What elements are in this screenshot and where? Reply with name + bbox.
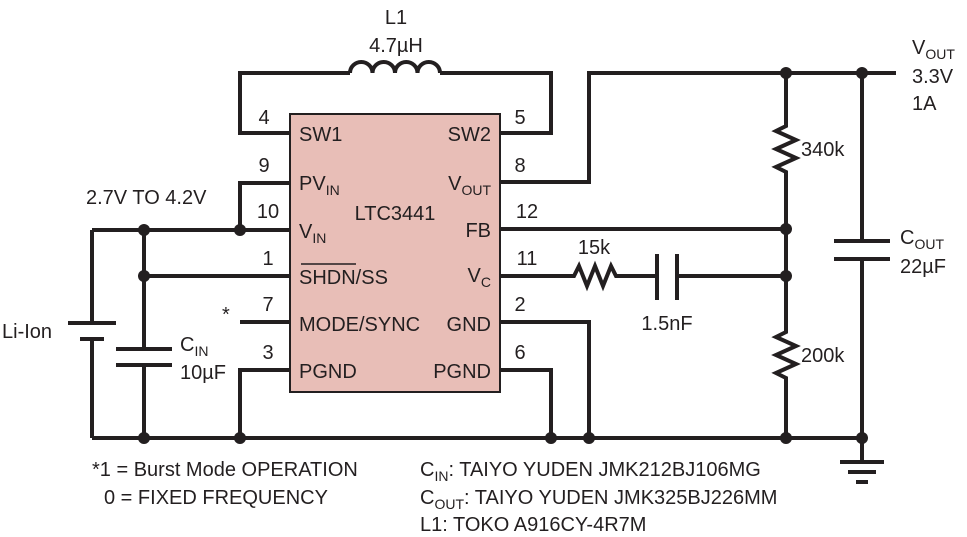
capacitor-1p5nf <box>655 254 679 300</box>
resistor-15k <box>568 260 620 292</box>
battery-li-ion <box>68 321 116 341</box>
resistor-15k-label: 15k <box>578 237 611 259</box>
pin-number: 3 <box>262 342 273 364</box>
pin-label: GND <box>447 314 491 336</box>
vout-voltage: 3.3V <box>912 66 954 88</box>
battery-label: Li-Ion <box>2 321 52 343</box>
ic-body <box>289 113 501 393</box>
note-fixed-frequency: 0 = FIXED FREQUENCY <box>104 487 328 509</box>
resistor-200k <box>771 326 801 384</box>
note-cin-part: CIN: TAIYO YUDEN JMK212BJ106MG <box>420 459 761 484</box>
inductor-ref: L1 <box>385 7 407 29</box>
inductor-l1 <box>348 60 442 74</box>
cin-value: 10µF <box>180 362 226 384</box>
mode-footnote-mark: * <box>222 304 230 326</box>
resistor-200k-label: 200k <box>801 345 845 367</box>
pin-label: VC <box>468 265 491 290</box>
pin-number: 10 <box>257 201 279 223</box>
note-burst-mode: *1 = Burst Mode OPERATION <box>92 459 358 481</box>
capacitor-cout <box>834 239 890 261</box>
pin-number: 11 <box>517 248 538 270</box>
pin-label: PGND <box>433 361 491 383</box>
pin-label: SW1 <box>299 124 342 146</box>
resistor-340k-label: 340k <box>801 139 845 161</box>
cin-ref: CIN <box>180 334 208 359</box>
pin-number: 5 <box>514 107 525 129</box>
pin-number: 7 <box>262 294 273 316</box>
pin-number: 8 <box>514 155 525 177</box>
note-l1-part: L1: TOKO A916CY-4R7M <box>420 514 646 536</box>
junction-dots <box>138 67 868 444</box>
capacitor-cin <box>116 347 172 367</box>
pin-label: SW2 <box>448 124 491 146</box>
cout-value: 22µF <box>900 256 946 278</box>
note-cout-part: COUT: TAIYO YUDEN JMK325BJ226MM <box>420 487 777 512</box>
capacitor-1p5nf-label: 1.5nF <box>641 313 692 335</box>
resistor-340k <box>771 120 801 178</box>
pin-label: PVIN <box>299 173 340 198</box>
wires <box>90 71 896 462</box>
pin-number: 9 <box>258 155 269 177</box>
ground-symbol <box>840 460 884 484</box>
pin-label: FB <box>465 220 491 242</box>
pin-label: MODE/SYNC <box>299 314 420 336</box>
cout-ref: COUT <box>900 227 944 252</box>
pin-number: 6 <box>514 342 525 364</box>
inductor-value: 4.7µH <box>369 35 423 57</box>
pin-label: VOUT <box>448 173 491 198</box>
pin-number: 4 <box>258 107 269 129</box>
input-voltage-range: 2.7V TO 4.2V <box>86 187 207 209</box>
ic-left-pins: 4 SW1 9 PVIN 10 VIN 1 SHDN/SS 7 MODE/SYN… <box>257 107 420 383</box>
pin-label: VIN <box>299 221 326 246</box>
pin-label: SHDN/SS <box>299 267 388 289</box>
ic-name: LTC3441 <box>355 203 436 225</box>
ic-right-pins: 5 SW2 8 VOUT 12 FB 11 VC 2 GND 6 PGND <box>433 107 538 383</box>
pin-number: 12 <box>516 201 538 223</box>
vout-ref: VOUT <box>912 37 955 62</box>
pin-number: 1 <box>262 248 273 270</box>
pin-number: 2 <box>514 294 525 316</box>
vout-current: 1A <box>912 93 937 115</box>
pin-label: PGND <box>299 361 357 383</box>
